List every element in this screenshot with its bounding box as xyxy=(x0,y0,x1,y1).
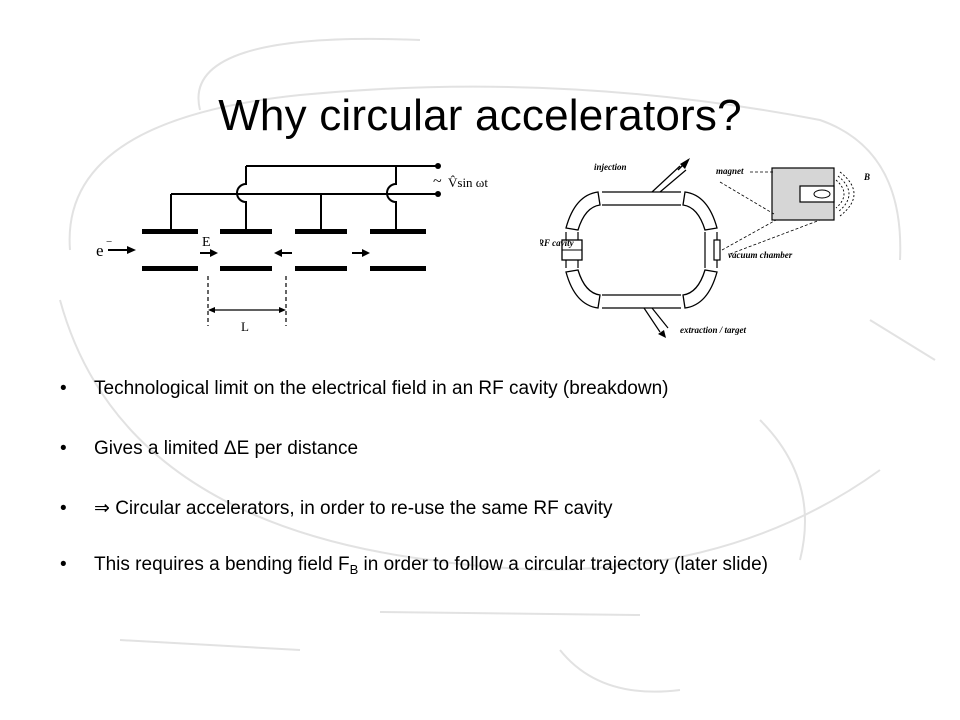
bullet-item: • Technological limit on the electrical … xyxy=(60,378,910,400)
bullet-list: • Technological limit on the electrical … xyxy=(60,378,910,576)
bullet-item: • Gives a limited ΔE per distance xyxy=(60,438,910,460)
bullet-text-end: E per distance xyxy=(236,438,359,459)
bullet-mark: • xyxy=(60,498,67,519)
voltage-label: V̂sin ωt xyxy=(448,175,488,190)
gap-label: L xyxy=(241,319,249,334)
bullet-text: Circular accelerators, in order to re-us… xyxy=(109,498,613,519)
subscript-b: B xyxy=(349,562,359,577)
slide-title: Why circular accelerators? xyxy=(218,91,742,141)
bullet-text: Technological limit on the electrical fi… xyxy=(94,378,669,399)
bullet-mark: • xyxy=(60,554,67,575)
field-label: E xyxy=(202,235,211,250)
bullet-mark: • xyxy=(60,378,67,399)
bullet-mark: • xyxy=(60,438,67,459)
ring-diagram: injection magnet B RF cavity vacuum cham… xyxy=(540,158,870,338)
electron-label: e xyxy=(96,241,104,260)
b-field-label: B xyxy=(863,172,870,182)
electron-charge: − xyxy=(106,236,112,248)
voltage-tilde: ~ xyxy=(433,173,442,190)
magnet-label: magnet xyxy=(716,166,744,176)
bullet-item: • This requires a bending field FB in or… xyxy=(60,554,910,576)
linac-diagram: e − E ~ V̂sin ωt L xyxy=(96,163,488,334)
delta-symbol: Δ xyxy=(223,438,237,459)
bullet-text: Gives a limited xyxy=(94,438,224,459)
vacuum-chamber-label: vacuum chamber xyxy=(728,250,793,260)
bullet-text-end: in order to follow a circular trajectory… xyxy=(358,554,768,575)
bullet-text: This requires a bending field F xyxy=(94,554,350,575)
extraction-label: extraction / target xyxy=(680,325,746,335)
injection-label: injection xyxy=(594,162,627,172)
bullet-item: • ⇒ Circular accelerators, in order to r… xyxy=(60,498,910,520)
implies-arrow: ⇒ xyxy=(94,498,110,519)
rf-cavity-label: RF cavity xyxy=(540,238,575,248)
